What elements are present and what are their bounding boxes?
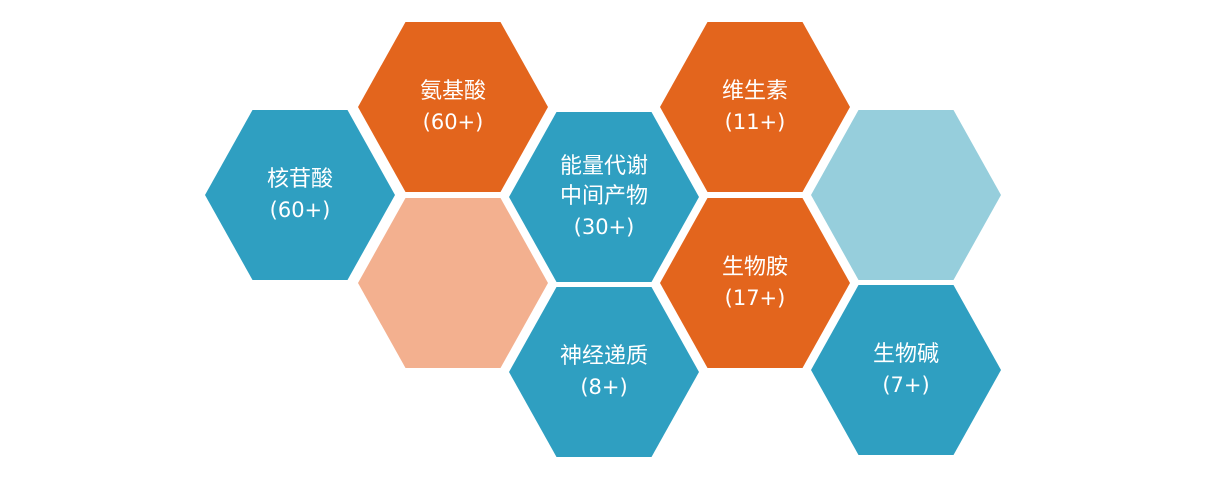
hexagon-count: (30+) — [573, 215, 635, 239]
hexagon-label-line-2: 中间产物 — [559, 184, 648, 209]
hexagon-label: 氨基酸 — [419, 79, 486, 104]
hexagon-label: 维生素 — [721, 79, 788, 104]
hexagon-count: (60+) — [269, 198, 331, 222]
hexagon-alkaloids: 生物碱 (7+) — [811, 285, 1001, 455]
hexagon-biogenic-amines: 生物胺 (17+) — [660, 198, 850, 368]
hexagon-count: (60+) — [422, 110, 484, 134]
hexagon-energy-metabolism: 能量代谢 中间产物 (30+) — [509, 112, 699, 282]
hexagon-neurotransmitters: 神经递质 (8+) — [509, 287, 699, 457]
hexagon-label-line-1: 能量代谢 — [559, 154, 648, 179]
hexagon-amino-acids: 氨基酸 (60+) — [358, 22, 548, 192]
hexagon-count: (11+) — [724, 110, 786, 134]
hexagon-filler-left — [358, 198, 548, 368]
hexagon-count: (8+) — [580, 375, 628, 399]
hexagon-vitamins: 维生素 (11+) — [660, 22, 850, 192]
hexagon-label: 核苷酸 — [266, 167, 333, 192]
hexagon-label: 神经递质 — [559, 344, 648, 369]
hexagon-label: 生物胺 — [721, 255, 788, 280]
hexagon-label: 生物碱 — [872, 342, 939, 367]
hexagon-filler-right — [811, 110, 1001, 280]
hexagon-count: (7+) — [882, 373, 930, 397]
hexagon-nucleotides: 核苷酸 (60+) — [205, 110, 395, 280]
hexagon-count: (17+) — [724, 286, 786, 310]
